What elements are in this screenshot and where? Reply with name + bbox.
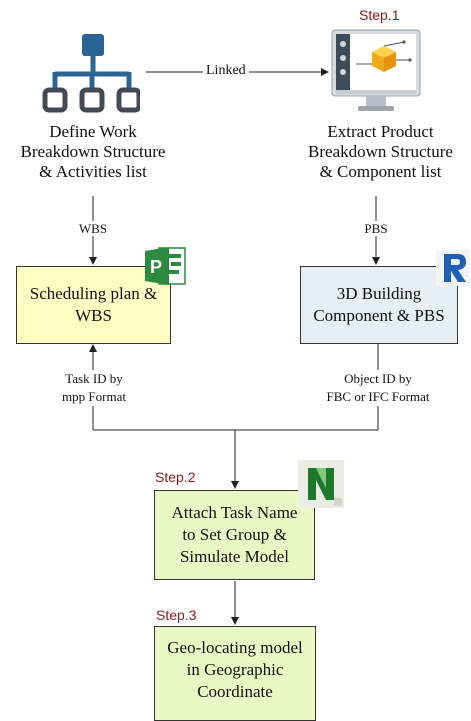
attach-task-box: Attach Task Name to Set Group & Simulate… <box>154 490 315 580</box>
geo-locating-box: Geo-locating model in Geographic Coordin… <box>154 626 316 721</box>
box-line: Attach Task Name <box>171 503 298 522</box>
ms-project-icon: P <box>145 247 186 285</box>
extract-pbs-caption: Extract Product Breakdown Structure & Co… <box>290 122 471 182</box>
monitor-cube-icon <box>331 29 421 111</box>
label-line: Task ID by <box>48 370 140 388</box>
define-wbs-caption: Define Work Breakdown Structure & Activi… <box>0 122 186 182</box>
label-line: mpp Format <box>48 388 140 406</box>
label-line: FBC or IFC Format <box>310 388 446 406</box>
pbs-label: PBS <box>346 220 406 238</box>
pbs-text: PBS <box>361 221 391 236</box>
linked-label: Linked <box>203 62 249 80</box>
box-line: WBS <box>75 306 112 325</box>
step3-label: Step.3 <box>156 607 197 623</box>
step2-label: Step.2 <box>155 469 196 485</box>
linked-text: Linked <box>203 63 249 78</box>
caption-line: Extract Product <box>327 122 434 141</box>
label-line: Object ID by <box>310 370 446 388</box>
caption-line: Breakdown Structure <box>20 142 166 161</box>
wbs-text: WBS <box>75 221 111 236</box>
navisworks-icon <box>298 460 344 508</box>
box-line: Simulate Model <box>179 547 290 566</box>
box-line: Component & PBS <box>313 306 445 325</box>
svg-text:P: P <box>150 257 162 277</box>
caption-line: & Component list <box>319 162 442 181</box>
hierarchy-icon <box>42 34 140 113</box>
caption-line: Define Work <box>49 122 137 141</box>
object-id-label: Object ID by FBC or IFC Format <box>310 370 446 406</box>
task-id-label: Task ID by mpp Format <box>48 370 140 406</box>
step1-label: Step.1 <box>359 7 400 23</box>
box-line: Coordinate <box>197 682 273 701</box>
box-line: Scheduling plan & <box>29 284 158 303</box>
wbs-label: WBS <box>63 220 123 238</box>
revit-icon <box>436 250 470 286</box>
box-line: in Geographic <box>186 660 284 679</box>
box-line: to Set Group & <box>182 525 287 544</box>
box-line: Geo-locating model <box>167 638 303 657</box>
caption-line: Breakdown Structure <box>308 142 453 161</box>
box-line: 3D Building <box>336 284 422 303</box>
caption-line: & Activities list <box>39 162 147 181</box>
building-component-box: 3D Building Component & PBS <box>300 266 458 344</box>
